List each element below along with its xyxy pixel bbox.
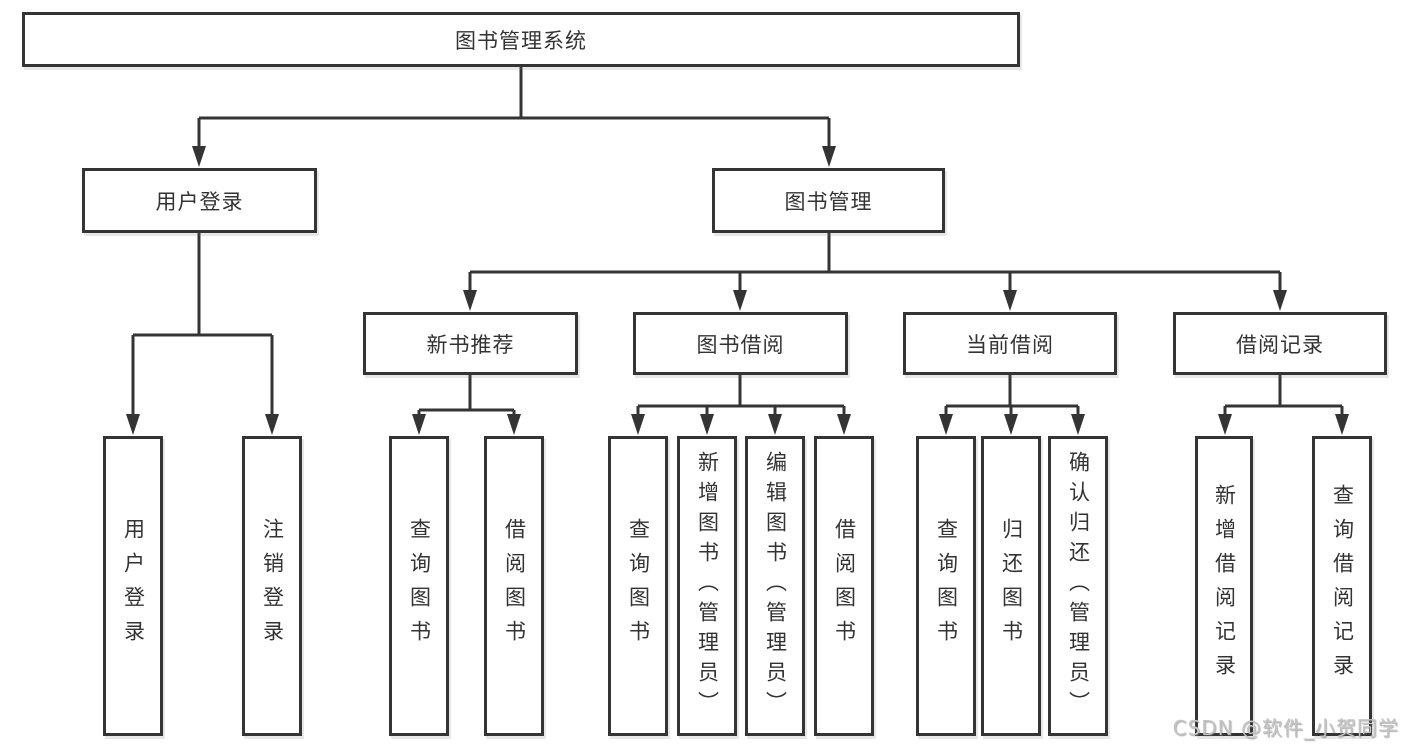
node-current-borrow: 当前借阅 — [903, 312, 1117, 375]
leaf-borrow-add-admin-label: 新增图书（管理员） — [695, 451, 720, 721]
leaf-current-return: 归还图书 — [981, 436, 1041, 736]
node-borrow-records: 借阅记录 — [1173, 312, 1387, 375]
watermark: CSDN @软件_小贺同学 — [1172, 716, 1399, 740]
leaf-newbook-borrow: 借阅图书 — [484, 436, 544, 736]
leaf-records-query-label: 查询借阅记录 — [1330, 484, 1355, 688]
leaf-borrow-borrow-label: 借阅图书 — [832, 518, 857, 654]
leaf-records-query: 查询借阅记录 — [1312, 436, 1372, 736]
node-book-borrow-label: 图书借阅 — [696, 332, 785, 357]
leaf-borrow-edit-admin: 编辑图书（管理员） — [745, 436, 805, 736]
node-new-book-recommend-label: 新书推荐 — [426, 332, 515, 357]
node-current-borrow-label: 当前借阅 — [966, 332, 1054, 357]
leaf-newbook-query: 查询图书 — [389, 436, 449, 736]
leaf-current-confirm-admin: 确认归还（管理员） — [1048, 436, 1108, 736]
node-book-borrow: 图书借阅 — [633, 312, 848, 375]
leaf-user-login-label: 用户登录 — [121, 518, 146, 654]
node-root-label: 图书管理系统 — [455, 28, 587, 53]
node-book-management-label: 图书管理 — [784, 189, 873, 214]
leaf-borrow-borrow: 借阅图书 — [814, 436, 874, 736]
leaf-borrow-edit-admin-label: 编辑图书（管理员） — [763, 451, 788, 721]
leaf-newbook-borrow-label: 借阅图书 — [502, 518, 527, 654]
leaf-borrow-query: 查询图书 — [608, 436, 668, 736]
node-user-login-label: 用户登录 — [155, 189, 244, 214]
leaf-newbook-query-label: 查询图书 — [407, 518, 432, 654]
leaf-records-add-label: 新增借阅记录 — [1212, 484, 1237, 688]
leaf-records-add: 新增借阅记录 — [1195, 436, 1253, 736]
leaf-current-query: 查询图书 — [916, 436, 976, 736]
node-user-login: 用户登录 — [82, 168, 317, 233]
leaf-logout: 注销登录 — [242, 436, 302, 736]
node-root: 图书管理系统 — [22, 12, 1020, 67]
node-book-management: 图书管理 — [712, 168, 945, 233]
leaf-logout-label: 注销登录 — [260, 518, 285, 654]
leaf-borrow-add-admin: 新增图书（管理员） — [677, 436, 737, 736]
node-new-book-recommend: 新书推荐 — [363, 312, 578, 375]
leaf-current-query-label: 查询图书 — [934, 518, 959, 654]
leaf-current-return-label: 归还图书 — [999, 518, 1024, 654]
node-borrow-records-label: 借阅记录 — [1236, 332, 1324, 357]
leaf-current-confirm-admin-label: 确认归还（管理员） — [1066, 451, 1091, 721]
leaf-borrow-query-label: 查询图书 — [626, 518, 651, 654]
leaf-user-login: 用户登录 — [103, 436, 163, 736]
